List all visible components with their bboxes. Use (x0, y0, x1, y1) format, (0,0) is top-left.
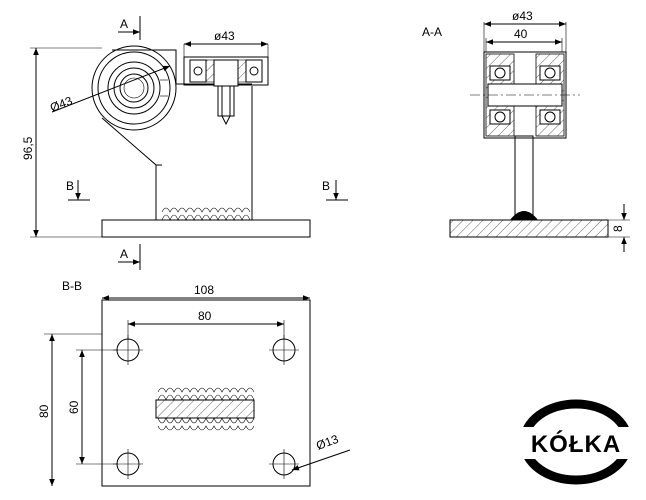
dim-wheel-diameter: ø43 (214, 29, 235, 43)
section-a-label-top: A (120, 17, 128, 31)
section-b-label-right: B (322, 179, 330, 193)
dim-b-b-hole-spacing-y: 60 (67, 400, 81, 414)
dim-b-b-hole-spacing-x: 80 (198, 309, 212, 323)
section-b-label-left: B (66, 179, 74, 193)
dim-a-a-outer: ø43 (512, 9, 533, 23)
top-bearing (183, 56, 269, 126)
dim-a-a-plate: 8 (611, 225, 625, 232)
dim-b-b-width: 108 (194, 283, 214, 297)
base-plate (101, 219, 311, 238)
weld-section (155, 387, 255, 431)
dim-a-a-inner: 40 (514, 27, 528, 41)
section-a-a-plate (449, 219, 609, 238)
section-b-b: B-B 108 80 80 (37, 279, 351, 487)
logo-text: KÓŁKA (531, 430, 621, 458)
dim-total-height: 96,5 (21, 136, 35, 160)
front-view: A A B B ø43 Ø43 96,5 (21, 16, 348, 270)
kolka-logo: KÓŁKA (518, 399, 634, 485)
wheel-hub (91, 45, 177, 131)
dim-b-b-height: 80 (37, 404, 51, 418)
dim-hub-diameter: Ø43 (48, 93, 74, 114)
weld-bead (161, 207, 251, 221)
section-a-a: A-A ø43 40 8 (422, 9, 630, 252)
section-a-label-bottom: A (120, 247, 128, 261)
bracket-body (101, 86, 253, 220)
section-b-b-plate (101, 299, 311, 487)
section-a-a-title: A-A (422, 25, 442, 39)
section-b-b-title: B-B (62, 279, 82, 293)
dim-b-b-hole-diameter: Ø13 (314, 432, 340, 453)
